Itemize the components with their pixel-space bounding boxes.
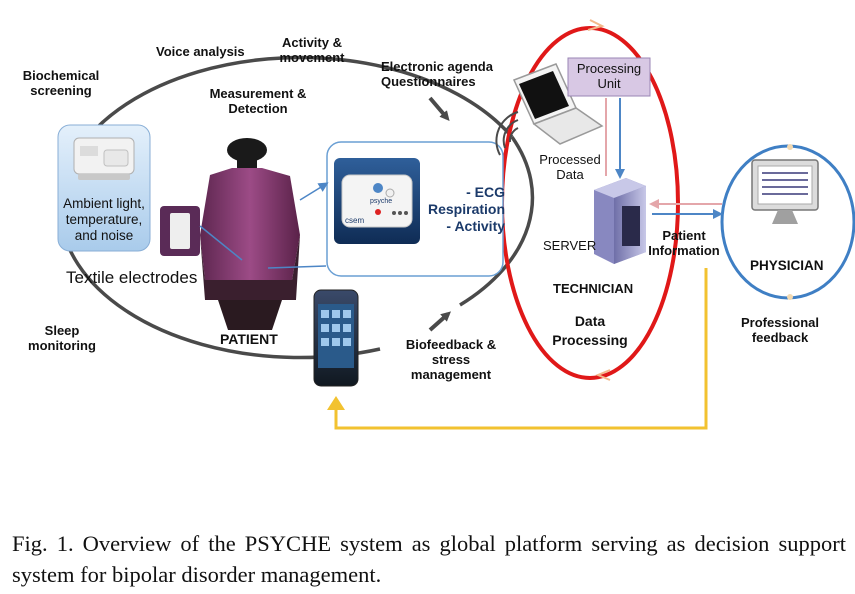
sleep-monitoring-label: Sleep monitoring [28,323,96,353]
measurement-detection-label: Measurement & Detection [209,86,307,116]
psyche-diagram: Biochemical screening Voice analysis Act… [22,19,855,430]
processed-data-label: Processed Data [539,152,601,182]
physician-loop [720,144,855,300]
server-label: SERVER [543,238,597,253]
sensor-box [326,141,504,277]
textile-electrode-icon [160,206,200,256]
professional-feedback-label: Professional feedback [740,315,820,345]
ambient-sensor-icon [73,137,135,180]
patient-information-label: Patient Information [648,228,720,258]
monitor-icon [751,159,819,224]
smartphone-icon [313,289,359,387]
wireless-signal-icon [495,111,519,156]
activity-movement-label: Activity & movement [279,35,345,65]
biochemical-screening-label: Biochemical screening [22,68,100,98]
ambient-sensor-label: Ambient light, temperature, and noise [63,196,145,243]
processing-unit-box [567,57,651,97]
ambient-sensor-box [57,124,151,252]
device-brand-csem: csem [345,216,365,225]
data-processing-label: Data Processing [552,313,628,348]
figure-caption: Fig. 1. Overview of the PSYCHE system as… [12,531,846,587]
biofeedback-label: Biofeedback & stress management [405,337,497,382]
processing-links [605,98,625,179]
shirt-icon [200,138,300,330]
laptop-icon [512,63,604,145]
patient-label: PATIENT [220,331,278,347]
feedback-arrow [327,268,708,430]
electronic-agenda-label: Electronic agenda Questionnaires [381,59,493,89]
server-physician-links [649,199,723,219]
sensor-connectors [199,182,329,269]
voice-analysis-label: Voice analysis [156,44,245,59]
technician-label: TECHNICIAN [553,281,634,296]
server-icon [594,178,646,264]
textile-electrodes-label: Textile electrodes [66,268,198,287]
processing-unit-label: Processing Unit [576,61,642,91]
physician-label: PHYSICIAN [750,258,824,273]
device-brand-psyche: psyche [370,198,393,205]
ecg-sensor-icon [334,158,420,244]
sensor-list-label: - ECG Respiration - Activity [428,184,506,234]
diagram-canvas [57,19,855,430]
